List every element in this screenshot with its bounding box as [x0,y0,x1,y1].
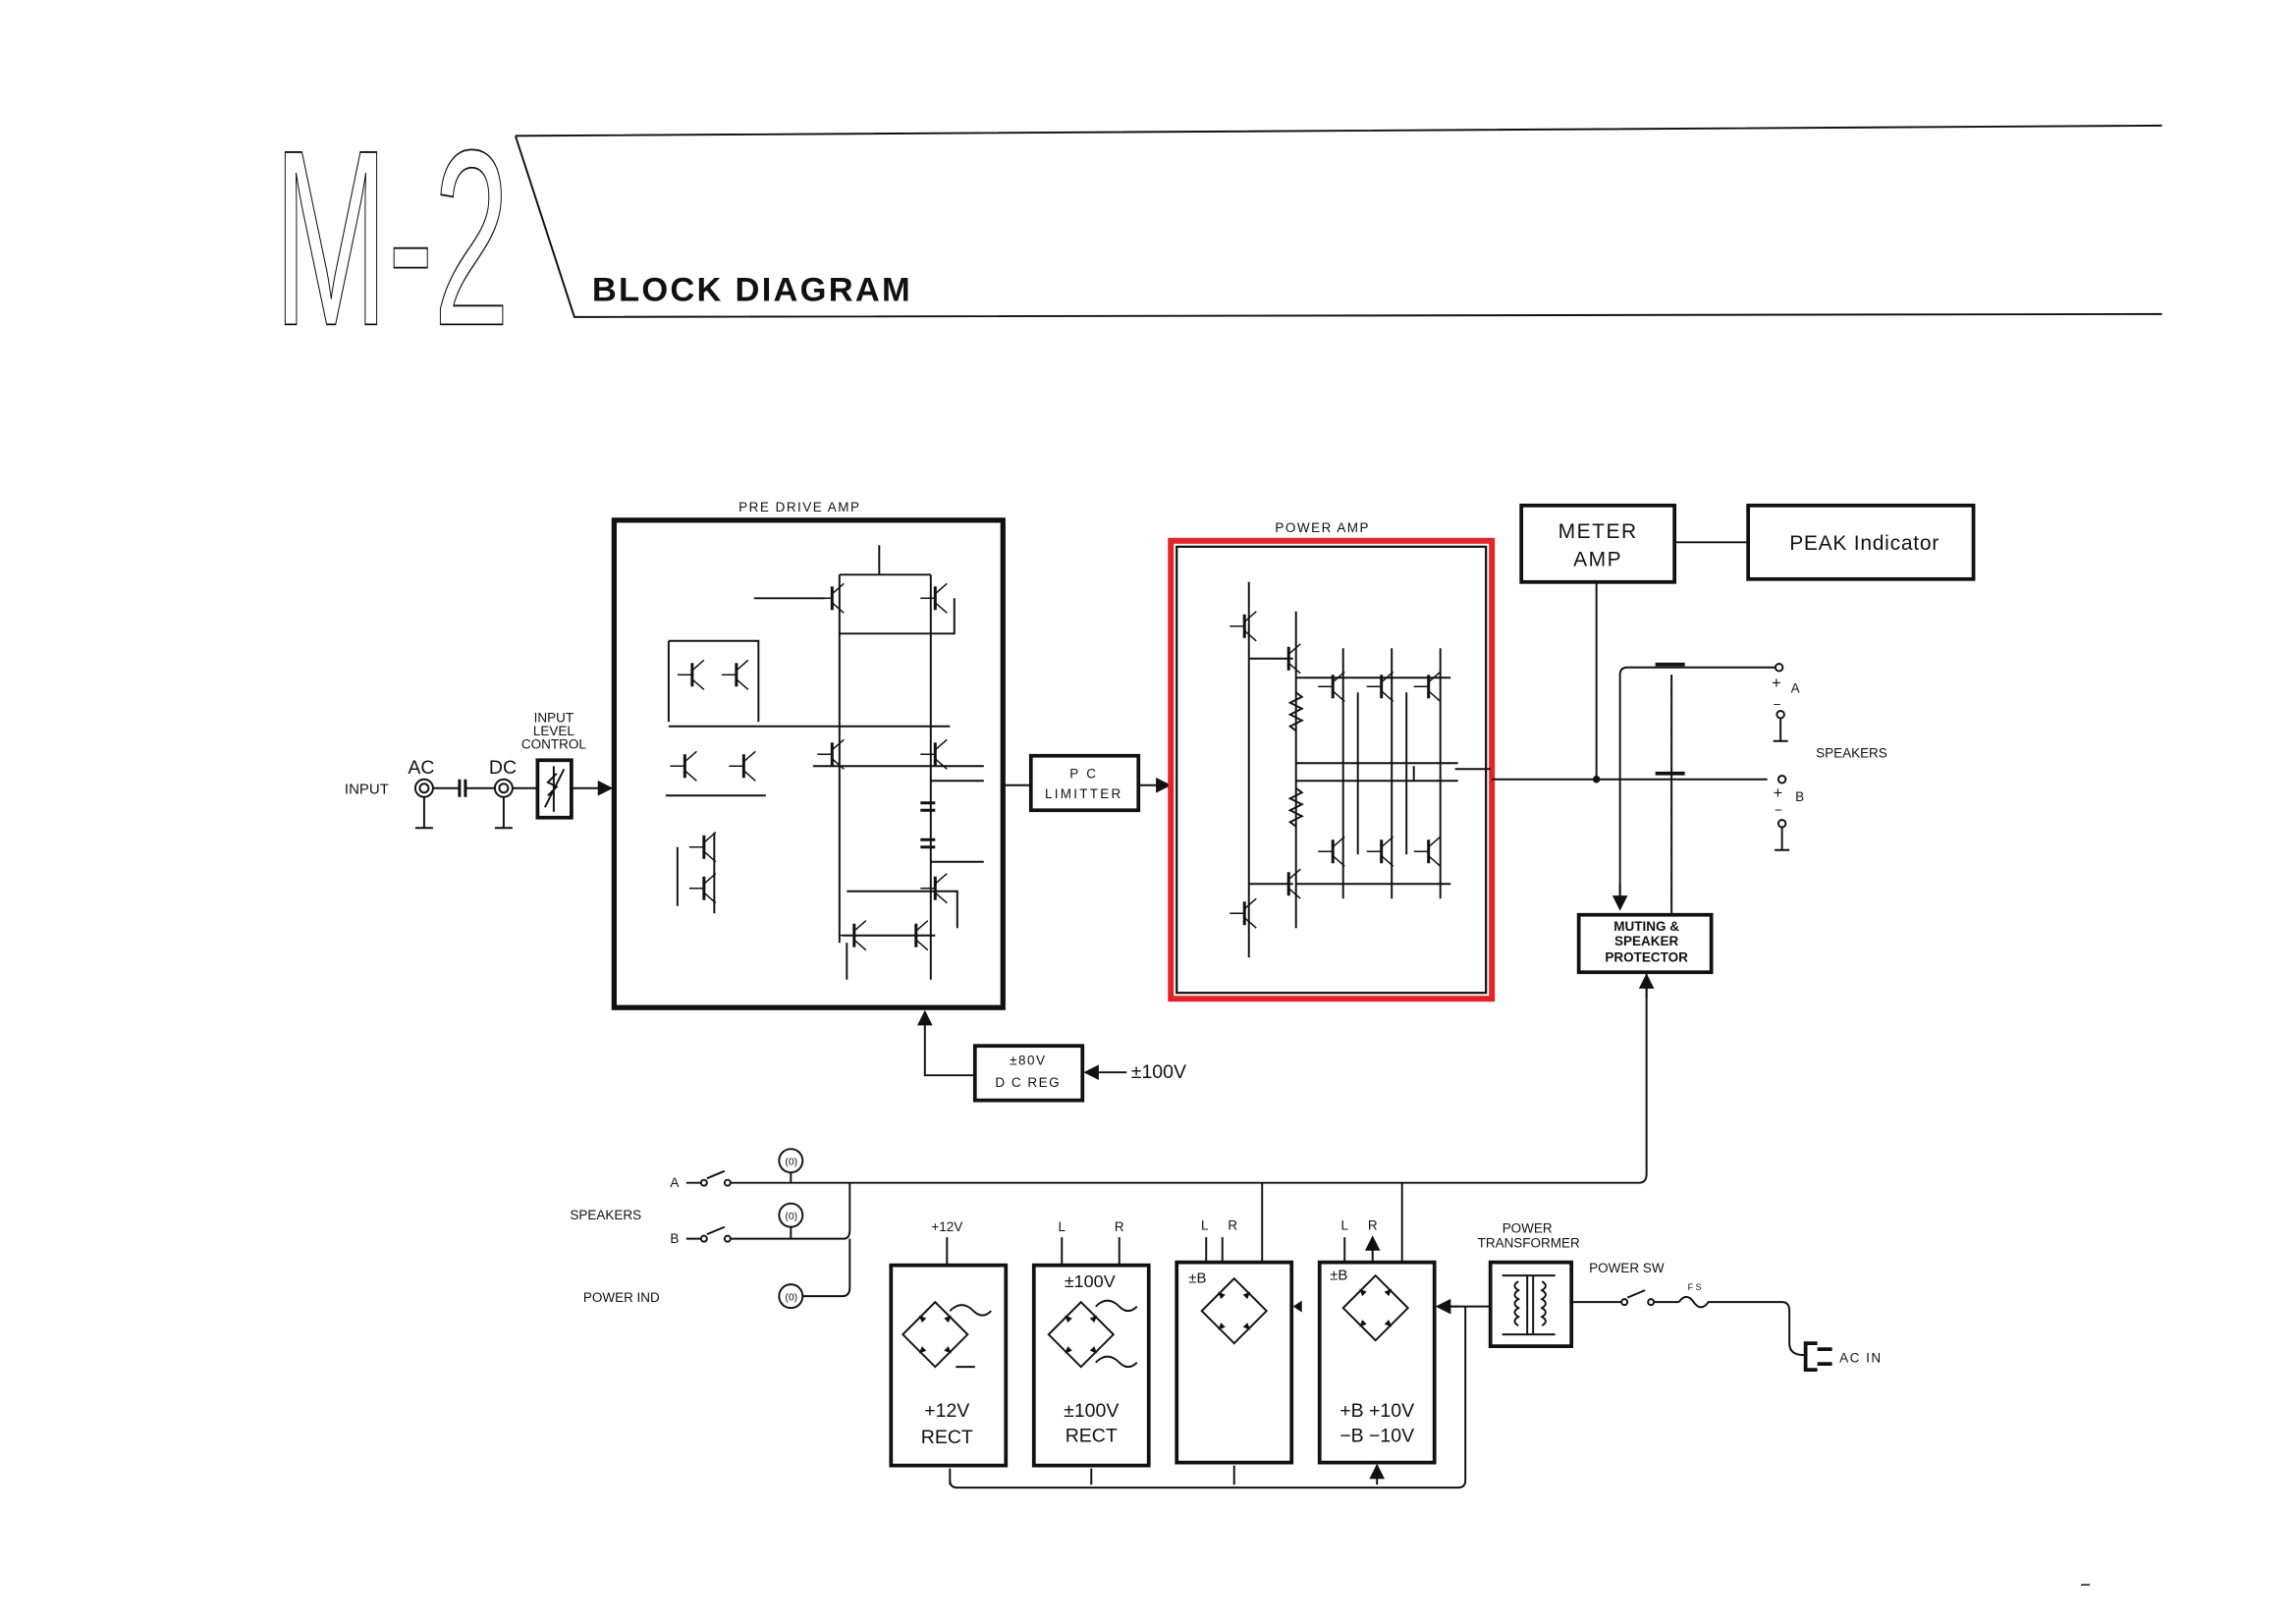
header-rule [514,124,2162,318]
svg-text:+12V: +12V [931,1219,962,1234]
input-level-control[interactable] [535,758,574,820]
rect-b-10v-block: ±B +B +10V−B −10V [1317,1260,1437,1465]
svg-text:±100V: ±100V [1065,1271,1116,1291]
svg-text:M-2: M-2 [274,98,510,378]
speaker-b-lamp-icon [778,1202,804,1228]
svg-text:PEAK Indicator: PEAK Indicator [1789,532,1940,555]
speaker-a-lamp-icon [778,1148,804,1174]
logo-m2: M-2 [273,97,511,379]
speaker-a-switch[interactable] [685,972,1648,1187]
svg-text:+: + [1774,784,1783,802]
svg-text:+B +10V−B −10V: +B +10V−B −10V [1339,1400,1414,1446]
power-transformer-block [1488,1260,1574,1349]
pre-drive-amp-label: PRE DRIVE AMP [738,500,860,514]
fuse-icon [1677,1295,1805,1357]
speaker-terminal-a[interactable] [1773,663,1788,742]
svg-text:+: + [1772,675,1781,692]
power-amp-block [1168,537,1496,1002]
svg-text:B: B [670,1231,679,1246]
power-sw-label: POWER SW [1589,1261,1665,1275]
svg-text:A: A [670,1175,679,1190]
ac-input-jack[interactable] [413,778,434,798]
power-ind-lamp-icon [778,1283,804,1310]
page-title: BLOCK DIAGRAM [592,271,912,308]
input-label: INPUT [345,782,389,798]
speaker-a-label: A [1791,680,1800,695]
ac-label: AC [408,757,434,779]
pre-drive-amp-block [611,517,1006,1010]
speaker-terminal-b[interactable] [1775,775,1790,851]
power-speakers-label: SPEAKERS [570,1208,641,1222]
svg-text:±B: ±B [1188,1271,1206,1287]
power-ind-label: POWER IND [583,1290,660,1305]
speakers-label: SPEAKERS [1816,745,1887,760]
power-amp-highlight [1168,537,1496,1002]
svg-text:±B: ±B [1330,1268,1347,1284]
rect-b-block: ±B [1175,1260,1294,1465]
dc-input-jack[interactable] [493,778,514,798]
peak-indicator-block: PEAK Indicator [1746,503,1976,581]
dc-reg-input-label: ±100V [1131,1061,1186,1083]
ac-plug-icon [1803,1341,1832,1373]
svg-text:R: R [1368,1218,1378,1233]
svg-text:L: L [1340,1218,1348,1233]
dc-label: DC [489,757,517,779]
svg-text:R: R [1228,1218,1237,1233]
fuse-label: F S [1688,1282,1702,1292]
power-amp-label: POWER AMP [1275,520,1370,535]
svg-text:L: L [1201,1218,1209,1233]
power-switch[interactable] [1571,1289,1679,1307]
ac-in-label: AC IN [1839,1351,1882,1366]
svg-text:L: L [1059,1219,1066,1234]
speaker-b-label: B [1795,789,1804,804]
speaker-b-switch[interactable] [685,1182,851,1243]
svg-text:R: R [1115,1219,1124,1234]
svg-text:−: − [1775,803,1782,818]
svg-text:−: − [1774,697,1781,712]
